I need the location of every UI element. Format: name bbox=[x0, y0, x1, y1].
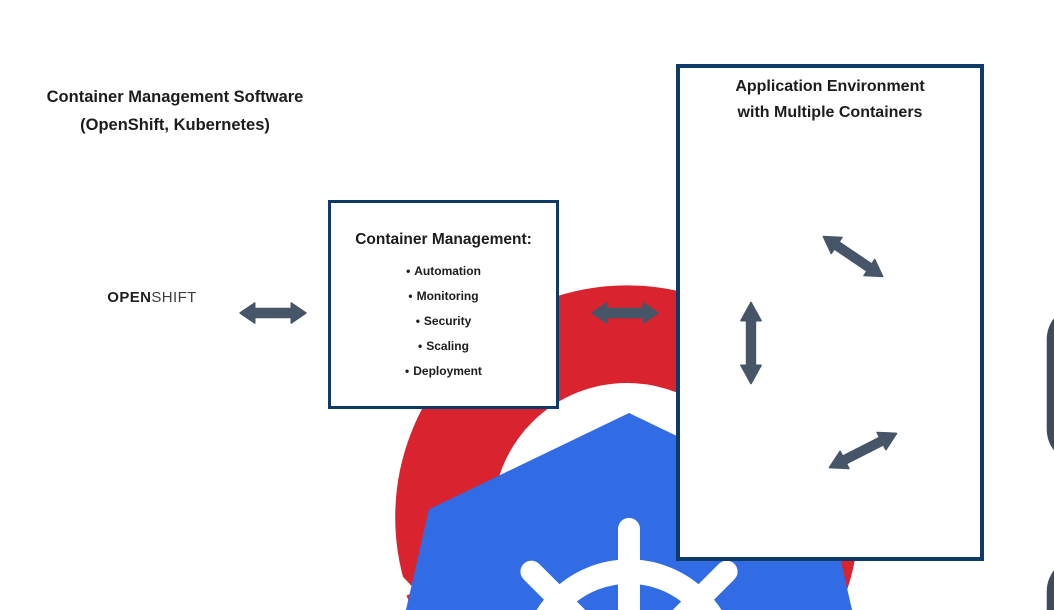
list-item-label: Scaling bbox=[426, 339, 469, 353]
arrow-vertical-between-stacks bbox=[738, 300, 764, 386]
bullet-icon: • bbox=[406, 264, 411, 278]
arrow-center-to-right bbox=[590, 300, 660, 326]
list-item-label: Automation bbox=[414, 264, 481, 278]
double-arrow-icon bbox=[738, 300, 764, 386]
right-panel-title: Application Environment with Multiple Co… bbox=[676, 74, 984, 126]
double-arrow-icon bbox=[590, 300, 660, 326]
list-item: •Monitoring bbox=[331, 284, 556, 309]
list-item: •Security bbox=[331, 309, 556, 334]
arrow-left-to-center bbox=[238, 300, 308, 326]
bullet-icon: • bbox=[408, 289, 413, 303]
center-box-bullet-list: •Automation •Monitoring •Security •Scali… bbox=[331, 259, 556, 384]
left-title-line2: (OpenShift, Kubernetes) bbox=[80, 116, 270, 134]
right-title-line2: with Multiple Containers bbox=[737, 104, 923, 121]
double-arrow-icon bbox=[238, 300, 308, 326]
bullet-icon: • bbox=[405, 364, 410, 378]
list-item: •Scaling bbox=[331, 334, 556, 359]
bullet-icon: • bbox=[418, 339, 423, 353]
container-management-box: Container Management: •Automation •Monit… bbox=[328, 200, 559, 409]
openshift-wordmark-bold: OPEN bbox=[107, 289, 152, 306]
openshift-wordmark: OPENSHIFT bbox=[92, 289, 212, 306]
list-item-label: Monitoring bbox=[416, 289, 479, 303]
list-item-label: Deployment bbox=[413, 364, 482, 378]
list-item: •Deployment bbox=[331, 359, 556, 384]
left-title-line1: Container Management Software bbox=[46, 88, 304, 106]
left-section-title: Container Management Software (OpenShift… bbox=[22, 83, 328, 139]
center-box-title: Container Management: bbox=[355, 231, 532, 248]
list-item: •Automation bbox=[331, 259, 556, 284]
list-item-label: Security bbox=[423, 314, 472, 328]
application-environment-panel bbox=[676, 64, 984, 561]
openshift-wordmark-regular: SHIFT bbox=[151, 289, 197, 306]
bullet-icon: • bbox=[415, 314, 420, 328]
right-title-line1: Application Environment bbox=[735, 78, 925, 95]
